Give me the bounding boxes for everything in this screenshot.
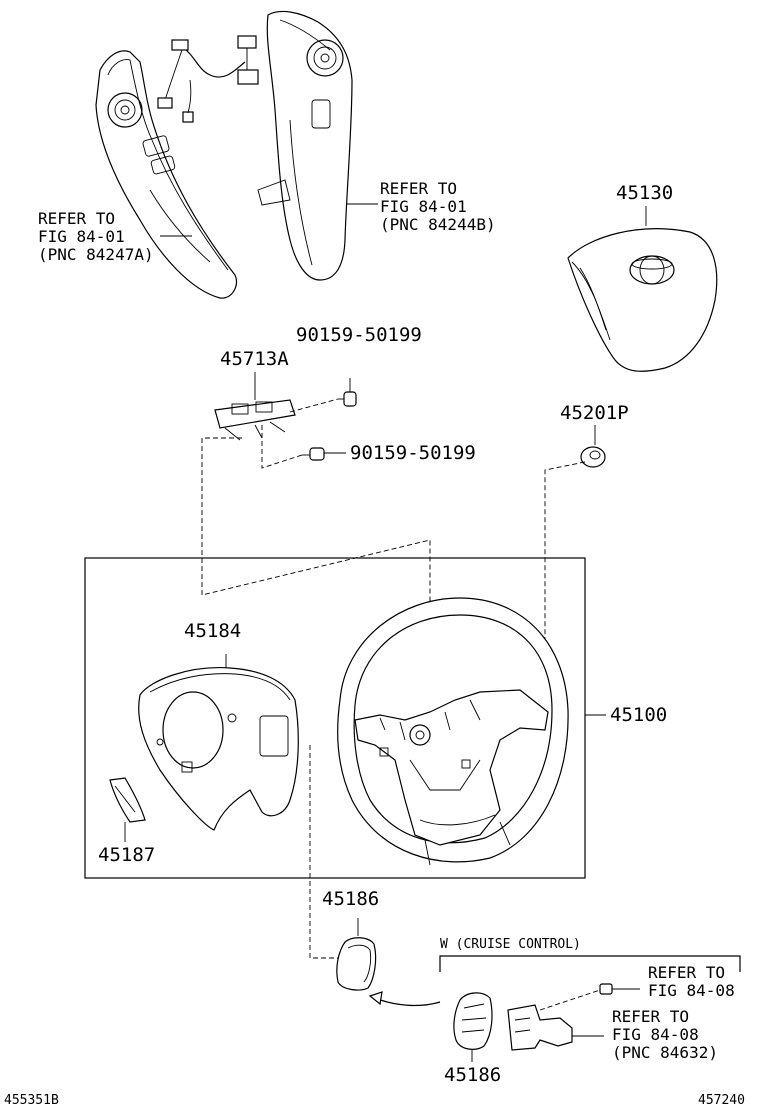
cover-45184 (138, 654, 299, 831)
part-number-45100: 45100 (610, 704, 668, 726)
part-number-45187: 45187 (98, 844, 156, 866)
part-number-90159-top: 90159-50199 (296, 324, 422, 346)
diagram-code-right: 457240 (698, 1093, 745, 1108)
trim-45187 (109, 777, 146, 842)
switch-harness (157, 35, 259, 123)
switch-cover-45186-top (336, 918, 377, 991)
part-number-45186-top: 45186 (322, 888, 380, 910)
left-switch-bezel (95, 50, 238, 299)
switch-cover-45186-bottom (453, 992, 493, 1062)
cruise-control-switch (507, 983, 640, 1051)
nut-45201P (580, 425, 606, 468)
part-number-45186-bottom: 45186 (444, 1064, 502, 1086)
airbag-45130 (567, 206, 718, 372)
part-number-45713A: 45713A (220, 348, 289, 370)
part-number-45130: 45130 (616, 182, 674, 204)
assembly-box (84, 557, 586, 879)
bolt-top (289, 378, 357, 413)
refer-label-cruise-2: REFER TO FIG 84-08 (PNC 84632) (612, 1007, 718, 1062)
dash-to-45186 (309, 745, 338, 959)
part-number-45184: 45184 (184, 620, 242, 642)
dash-bracket-to-wheel (201, 437, 431, 705)
part-number-90159-mid: 90159-50199 (350, 442, 476, 464)
refer-label-cruise-1: REFER TO FIG 84-08 (648, 963, 735, 1000)
right-switch-bezel (257, 10, 353, 281)
dash-bolt-mid (261, 425, 303, 469)
cruise-control-label: W (CRUISE CONTROL) (440, 937, 581, 952)
diagram-code-left: 455351B (4, 1093, 59, 1108)
refer-label-left: REFER TO FIG 84-01 (PNC 84247A) (38, 209, 154, 264)
bracket-45713A (214, 372, 296, 441)
bolt-mid (302, 447, 346, 461)
cruise-bracket-line (439, 955, 741, 972)
steering-wheel-45100 (337, 597, 569, 866)
install-arrow (368, 991, 441, 1007)
refer-label-right: REFER TO FIG 84-01 (PNC 84244B) (380, 179, 496, 234)
part-number-45201P: 45201P (560, 402, 629, 424)
